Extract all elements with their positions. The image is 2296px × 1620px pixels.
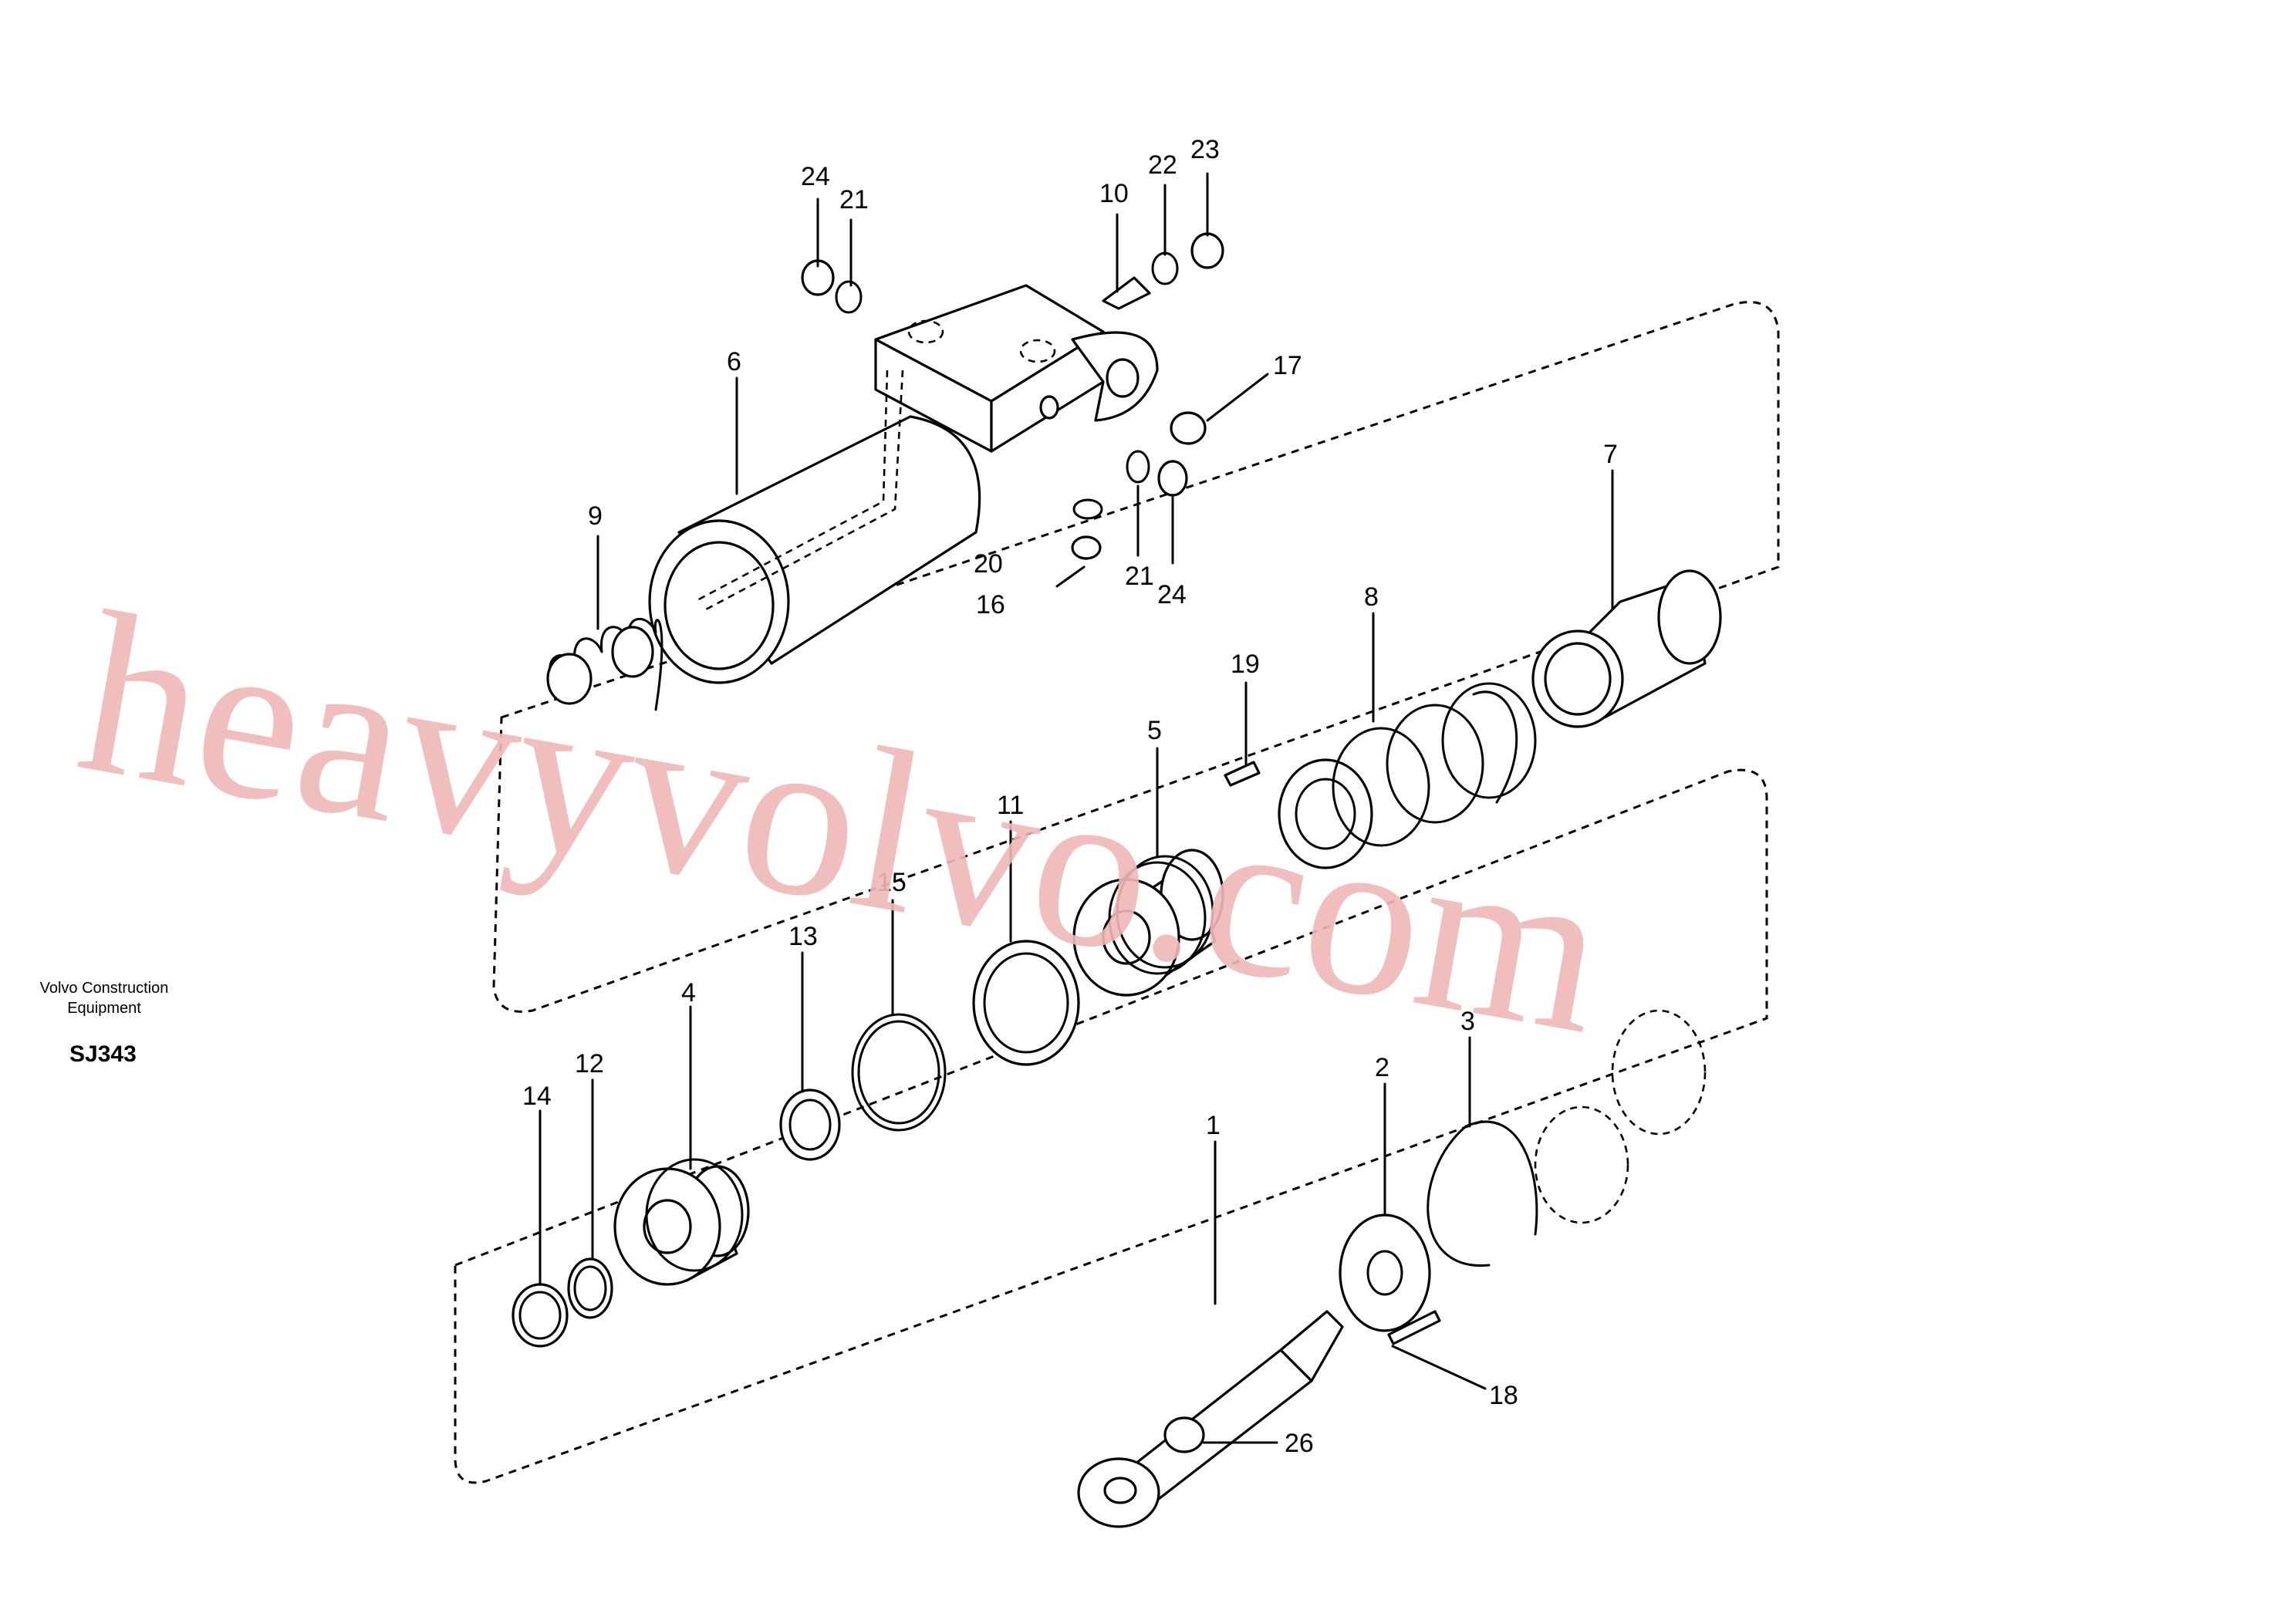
callout-8: 8 — [1364, 582, 1379, 612]
callout-16: 16 — [976, 590, 1005, 619]
callout-7: 7 — [1603, 440, 1618, 469]
o-ring-22 — [1151, 251, 1179, 285]
callout-22: 22 — [1148, 150, 1177, 180]
callout-24-top: 24 — [801, 162, 830, 191]
page-code: SJ343 — [69, 1041, 137, 1067]
callout-2: 2 — [1375, 1053, 1389, 1082]
pin — [1224, 761, 1261, 787]
callout-19: 19 — [1231, 650, 1260, 679]
manufacturer-label: Volvo Construction Equipment — [39, 980, 169, 1017]
o-ring-large — [851, 1013, 947, 1132]
piston — [1072, 849, 1224, 997]
callout-26: 26 — [1285, 1429, 1314, 1458]
callout-11: 11 — [997, 791, 1024, 820]
bushing-17 — [1170, 411, 1207, 445]
plug-16 — [1071, 535, 1102, 560]
callout-15: 15 — [877, 868, 907, 897]
lower-group-outline — [454, 768, 1768, 1484]
callout-1: 1 — [1206, 1111, 1221, 1140]
plug-24-lower — [1157, 460, 1188, 497]
callout-17: 17 — [1273, 351, 1302, 380]
alt-ring-hidden-1 — [1534, 1105, 1629, 1224]
callout-20: 20 — [974, 549, 1003, 579]
watermark: heavyvolvo.com — [64, 563, 1622, 1082]
callout-6: 6 — [727, 347, 741, 376]
bushing-14 — [512, 1283, 569, 1348]
large-spring — [1278, 682, 1537, 869]
o-ring-21-top — [835, 280, 863, 314]
callout-10: 10 — [1099, 179, 1129, 208]
piston-lower — [613, 1158, 750, 1286]
callout-23: 23 — [1190, 135, 1220, 164]
bolt-18 — [1387, 1310, 1441, 1345]
upper-group-outline — [492, 301, 1780, 1013]
seal-ring — [972, 940, 1080, 1066]
callout-18: 18 — [1489, 1381, 1518, 1410]
o-ring-21-lower — [1126, 450, 1150, 484]
cylinder-housing — [648, 284, 1159, 684]
o-ring-20 — [1072, 498, 1103, 520]
callout-3: 3 — [1460, 1007, 1475, 1036]
callout-12: 12 — [575, 1049, 604, 1078]
bushing — [779, 1088, 841, 1161]
callout-21-top: 21 — [839, 185, 869, 214]
callout-4: 4 — [681, 978, 696, 1007]
callout-21-lower: 21 — [1125, 562, 1154, 591]
guide-bushing — [1531, 569, 1722, 728]
valve-10 — [1102, 276, 1151, 310]
piston-rod — [1077, 1310, 1344, 1528]
ring-12 — [567, 1257, 613, 1319]
callout-14: 14 — [522, 1082, 552, 1111]
snap-ring — [1427, 1120, 1538, 1267]
alt-ring-hidden-2 — [1611, 1009, 1707, 1136]
end-plate — [1339, 1213, 1431, 1332]
callout-9: 9 — [588, 501, 603, 531]
plug-23 — [1190, 232, 1224, 269]
small-spring — [546, 618, 663, 711]
callout-5: 5 — [1147, 716, 1162, 745]
bushing-26 — [1163, 1416, 1205, 1453]
callout-24-lower: 24 — [1157, 580, 1187, 609]
callout-13: 13 — [788, 922, 818, 951]
